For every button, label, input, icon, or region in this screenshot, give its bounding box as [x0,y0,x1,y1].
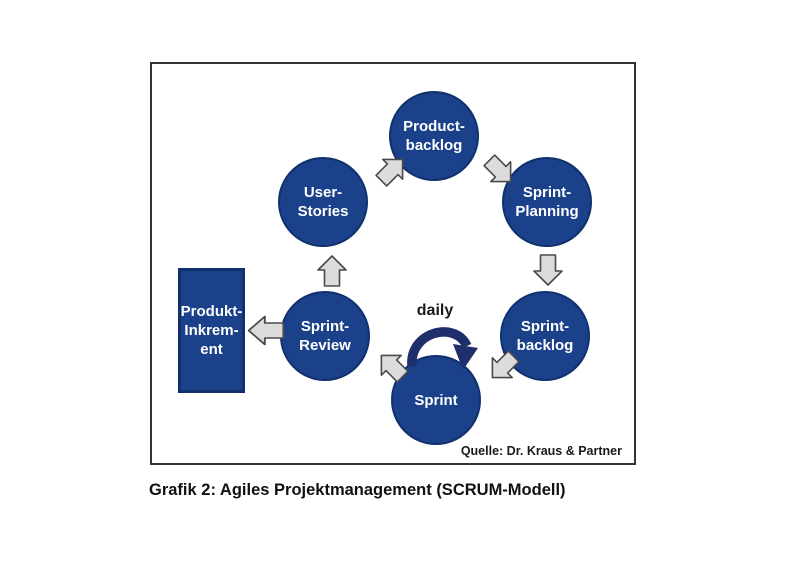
node-sprint-planning: Sprint- Planning [502,157,592,247]
node-label-line: Sprint [414,391,458,409]
arrow-sprint-review-to-produkt-inkrement-icon [247,315,285,346]
diagram-frame: Product- backlog User- Stories Sprint- P… [150,62,636,465]
daily-loop-arrow-icon [407,327,478,370]
node-label-line: Product- [403,118,465,135]
figure-caption: Grafik 2: Agiles Projektmanagement (SCRU… [149,481,566,499]
node-label-line: User- [303,184,343,201]
arrow-sprint-to-sprint-review-icon [380,354,409,383]
arrow-sprint-planning-to-sprint-backlog-icon [533,254,563,286]
node-label-line: ent [200,341,223,358]
node-label-line: Sprint- [300,318,350,335]
node-label-line: Stories [297,203,349,220]
arrow-sprint-review-to-user-stories-icon [317,255,347,287]
node-sprint-review: Sprint- Review [280,291,370,381]
source-credit: Quelle: Dr. Kraus & Partner [460,444,622,458]
node-label-line: backlog [405,137,463,154]
node-label-line: Review [299,337,351,354]
daily-label: daily [416,302,454,319]
arrow-product-backlog-to-sprint-planning-icon [483,154,512,183]
node-product-backlog: Product- backlog [389,91,479,181]
node-label-line: Sprint- [520,318,570,335]
node-label-line: Planning [515,203,579,220]
node-user-stories: User- Stories [278,157,368,247]
node-label-line: backlog [516,337,574,354]
node-label-line: Sprint- [522,184,572,201]
arrow-user-stories-to-product-backlog-icon [375,158,404,187]
node-label-line: Produkt- [180,303,243,320]
arrow-sprint-backlog-to-sprint-icon [491,350,520,379]
node-produkt-inkrement: Produkt- Inkrem- ent [178,268,245,393]
node-label-line: Inkrem- [184,322,239,339]
